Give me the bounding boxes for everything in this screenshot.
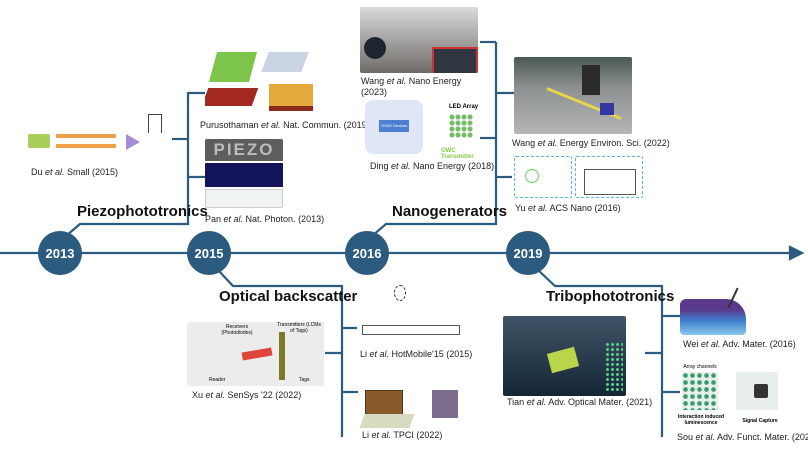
- year-2013: 2013: [38, 231, 82, 275]
- tian-figure: [503, 316, 626, 396]
- owc-transmitter-label: OWC Transmitter: [441, 148, 474, 158]
- caption-wei: Wei et al. Adv. Mater. (2016): [683, 339, 796, 349]
- li2015-figure: [360, 285, 460, 345]
- caption-li2015: Li et al. HotMobile'15 (2015): [360, 349, 473, 359]
- caption-du: Du et al. Small (2015): [31, 167, 119, 177]
- caption-wang2023: Wang et al. Nano Energy(2023): [361, 76, 462, 97]
- nano-connector: [371, 42, 498, 237]
- wang2022-figure: [514, 57, 632, 134]
- caption-yu: Yu et al. ACS Nano (2016): [515, 203, 621, 213]
- caption-xu: Xu et al. SenSys '22 (2022): [192, 390, 302, 400]
- timeline-arrowhead: [788, 245, 805, 261]
- ding-figure: TENG Devices LED Array OWC Transmitter: [363, 96, 488, 158]
- du-figure: [28, 112, 168, 162]
- caption-purusothaman: Purusothaman et al. Nat. Commun. (2019): [200, 120, 370, 130]
- caption-tian: Tian et al. Adv. Optical Mater. (2021): [507, 397, 653, 407]
- yu-figure-receiver: [575, 156, 643, 198]
- caption-sou: Sou et al. Adv. Funct. Mater. (2025): [677, 432, 808, 442]
- li2022-figure: [360, 370, 460, 430]
- year-2016: 2016: [345, 231, 389, 275]
- piezo-connector: [65, 92, 190, 237]
- section-piezophototronics: Piezophototronics: [77, 203, 208, 220]
- purusothaman-figure: [205, 52, 315, 114]
- wei-figure: [680, 285, 770, 337]
- tribo-connector: [537, 269, 664, 437]
- section-tribophototronics: Tribophototronics: [546, 288, 675, 305]
- optical-connector: [217, 269, 344, 437]
- yu-figure-transmitter: [514, 156, 572, 198]
- year-2019: 2019: [506, 231, 550, 275]
- xu-figure: Receivers (Photodiodes) Transmitters (LC…: [187, 322, 324, 386]
- caption-wang2022: Wang et al. Energy Environ. Sci. (2022): [512, 138, 670, 148]
- caption-ding: Ding et al. Nano Energy (2018): [370, 161, 495, 171]
- sou-figure: Array channels Interaction induced lumin…: [677, 364, 778, 426]
- wang2023-figure: [360, 7, 478, 73]
- section-nanogenerators: Nanogenerators: [392, 203, 508, 220]
- caption-li2022: Li et al. TPCI (2022): [362, 430, 443, 440]
- year-2015: 2015: [187, 231, 231, 275]
- pan-figure: PIEZO: [205, 139, 283, 208]
- led-array-label: LED Array: [449, 104, 479, 110]
- section-optical-backscatter: Optical backscatter: [219, 288, 358, 305]
- caption-pan: Pan et al. Nat. Photon. (2013): [205, 214, 325, 224]
